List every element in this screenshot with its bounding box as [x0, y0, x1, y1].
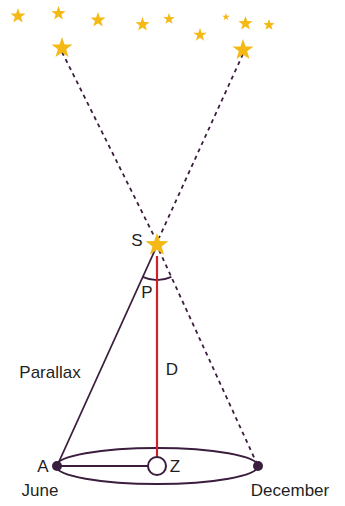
line-label: Parallax	[19, 364, 80, 383]
angle-label: P	[141, 284, 152, 303]
point-label: A	[37, 458, 48, 477]
month-label: June	[22, 482, 59, 501]
star-label: S	[131, 232, 142, 251]
sight-lines	[57, 52, 258, 466]
month-label: December	[251, 482, 329, 501]
earth-orbit	[52, 256, 263, 484]
point-label: Z	[170, 458, 180, 477]
background-stars	[10, 6, 274, 41]
target-stars	[52, 37, 254, 255]
distance-label: D	[166, 361, 178, 380]
